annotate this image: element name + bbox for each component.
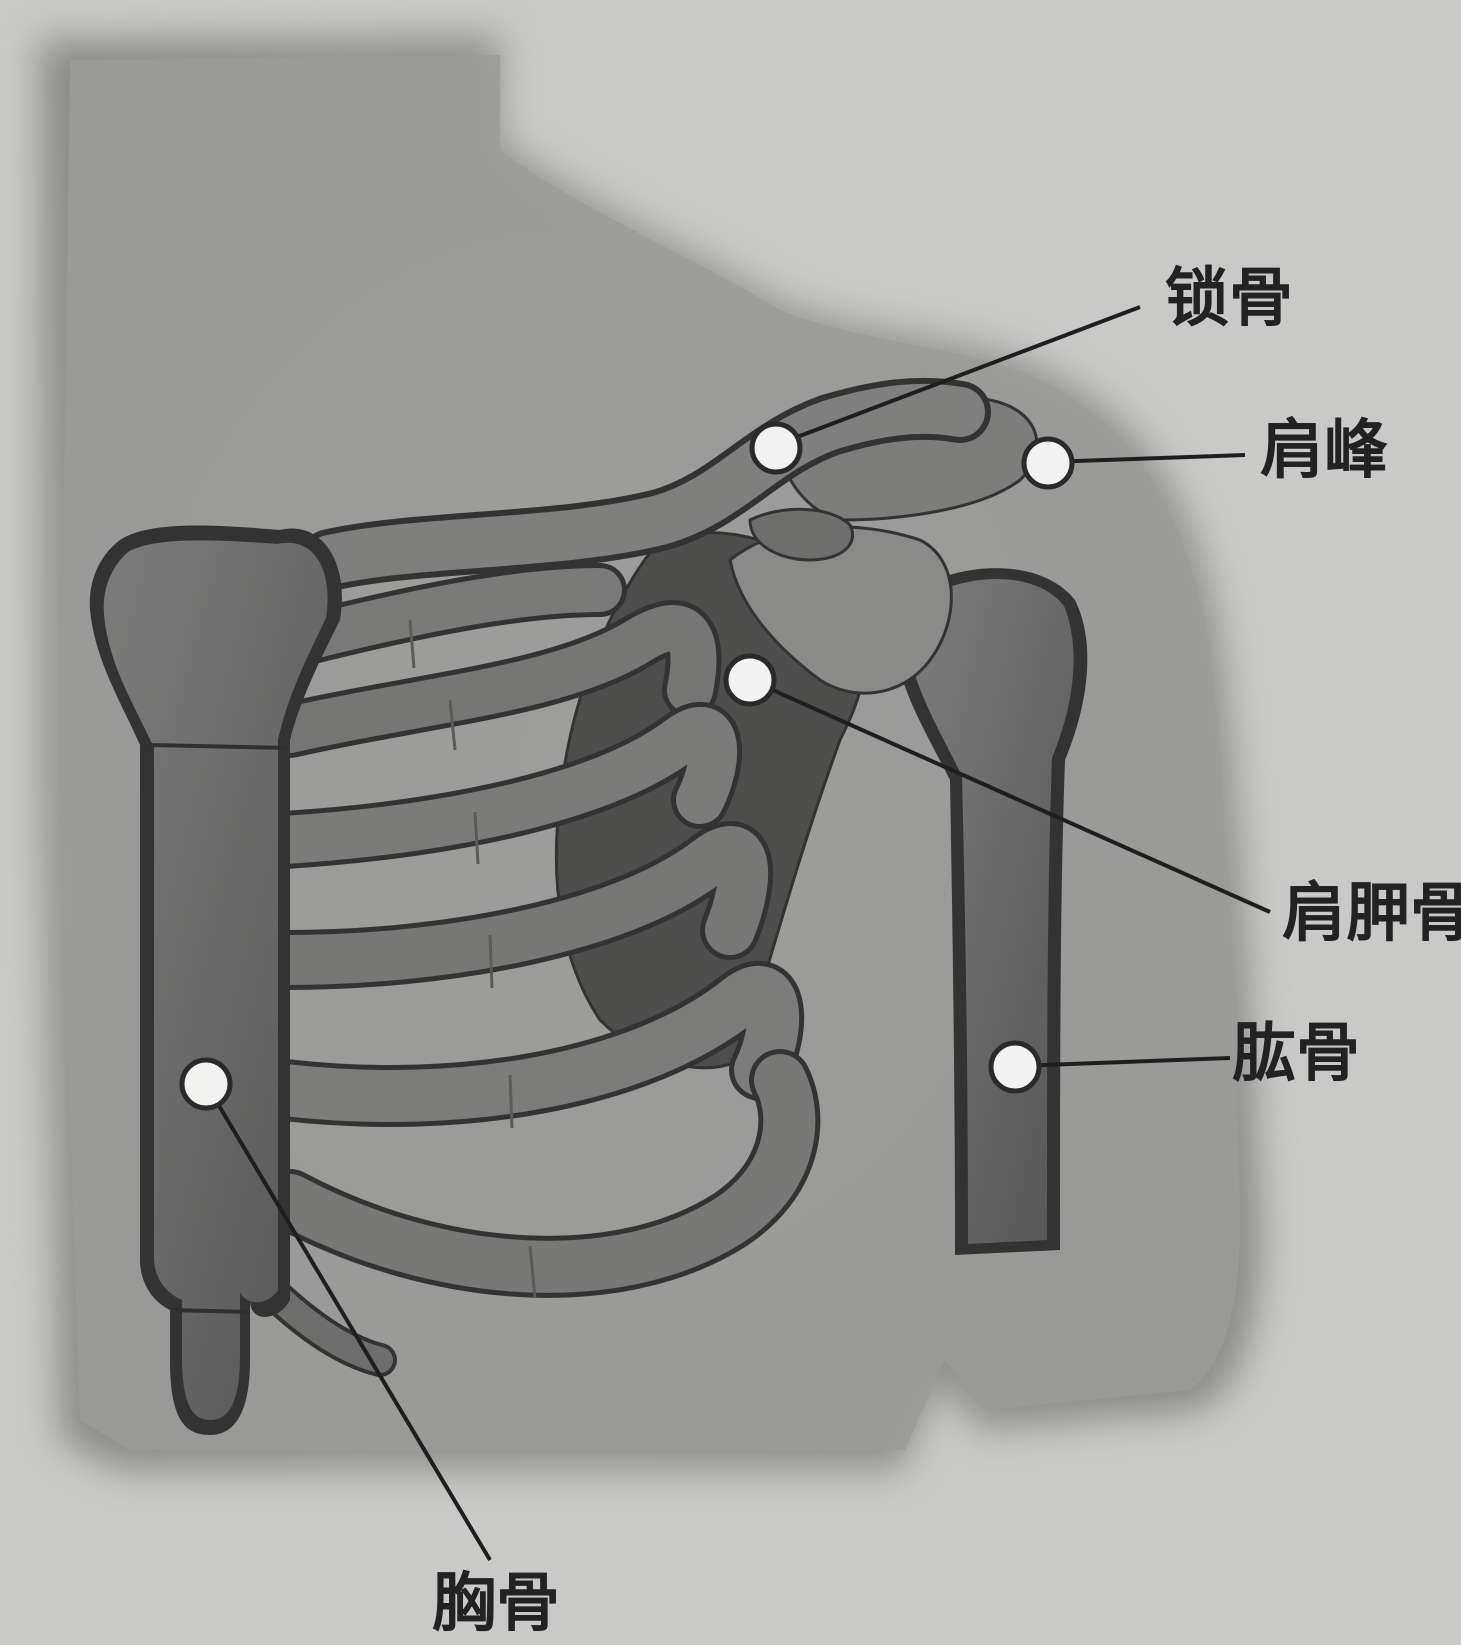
marker-sternum [182, 1060, 230, 1108]
label-sternum: 胸骨 [432, 1567, 560, 1641]
label-clavicle: 锁骨 [1165, 262, 1293, 336]
label-humerus: 肱骨 [1232, 1017, 1360, 1091]
label-acromion: 肩峰 [1260, 414, 1388, 488]
marker-clavicle [752, 424, 800, 472]
label-scapula: 肩胛骨 [1282, 877, 1461, 951]
marker-humerus [991, 1043, 1039, 1091]
marker-scapula [726, 656, 774, 704]
marker-acromion [1024, 439, 1072, 487]
